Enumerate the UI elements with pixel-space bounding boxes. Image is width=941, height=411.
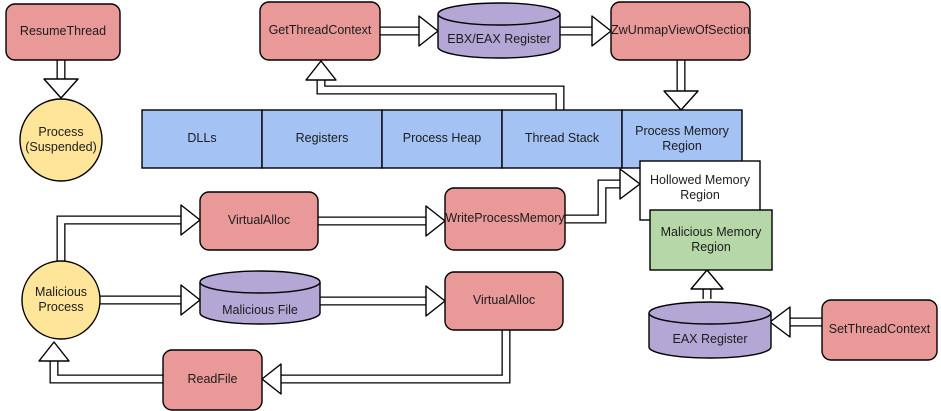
arrow-eaxregister-to-maliciousmemory [690, 269, 724, 300]
malicious-memory-region-box [649, 209, 773, 271]
memory-cell-dlls [141, 109, 263, 169]
arrow-getthreadcontext-to-ebxeax [378, 15, 439, 47]
resume-thread-box [5, 3, 121, 61]
memory-cell-registers [261, 109, 383, 169]
read-file-box [162, 349, 263, 411]
arrow-resumethread-to-suspended-process [43, 58, 79, 99]
write-process-memory-box [444, 187, 566, 251]
eax-register-cylinder [648, 301, 772, 359]
virtual-alloc-1-box [199, 191, 319, 251]
arrow-readfile-to-maliciousprocess [38, 341, 165, 384]
arrow-ebxeax-to-zwunmap [558, 15, 612, 47]
arrow-writeprocessmemory-to-hollowed [563, 168, 641, 224]
memory-cell-process-heap [381, 109, 503, 169]
arrow-zwunmap-to-memory-row [663, 58, 699, 111]
memory-cell-process-memory-region [621, 109, 743, 169]
arrow-setthreadcontext-to-eaxregister [769, 306, 824, 338]
set-thread-context-box [821, 299, 938, 361]
malicious-file-cylinder [199, 270, 321, 325]
virtual-alloc-2-box [444, 271, 564, 331]
zw-unmap-view-of-section-box [610, 1, 751, 61]
arrow-virtualalloc1-to-writeprocessmemory [316, 205, 446, 237]
arrow-memory-row-to-getthreadcontext [305, 60, 565, 112]
arrow-virtualalloc2-to-readfile [261, 328, 511, 395]
memory-cell-thread-stack [501, 109, 623, 169]
malicious-process-circle [21, 260, 101, 340]
arrow-maliciousfile-to-virtualalloc2 [318, 285, 446, 317]
process-memory-row [141, 109, 743, 169]
arrow-maliciousprocess-to-maliciousfile [97, 284, 201, 316]
get-thread-context-box [259, 1, 381, 61]
ebx-eax-register-cylinder [437, 2, 561, 59]
process-suspended-circle [19, 98, 103, 182]
arrow-maliciousprocess-to-virtualalloc1 [56, 204, 201, 264]
